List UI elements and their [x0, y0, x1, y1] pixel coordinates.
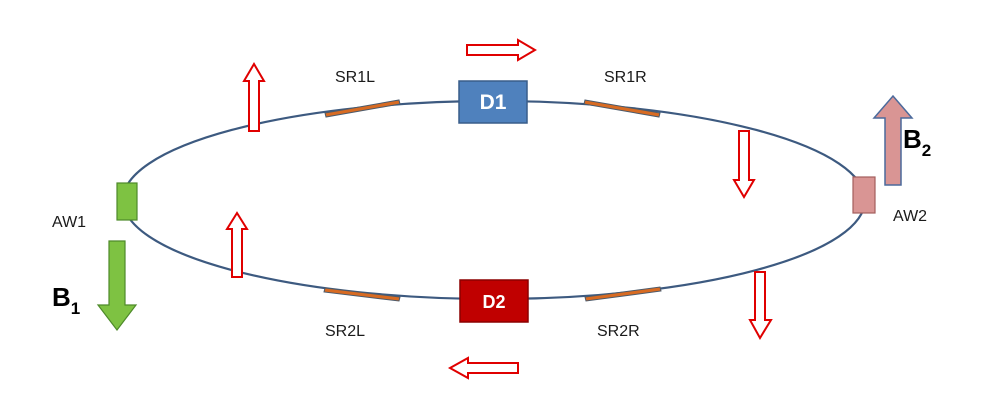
aw2-label: AW2 — [893, 208, 927, 225]
b2-arrow — [872, 94, 914, 186]
sr2r-label: SR2R — [597, 323, 640, 340]
direction-arrow-upper-right — [732, 130, 756, 199]
b1-label: B1 — [52, 282, 80, 318]
b1-sub: 1 — [71, 299, 80, 318]
direction-arrow-lower-left — [225, 211, 249, 278]
d1-box — [458, 80, 528, 124]
segment-sr1r — [583, 99, 661, 118]
segment-sr1l — [324, 99, 401, 118]
b1-main: B — [52, 282, 71, 312]
b2-label: B2 — [903, 124, 931, 160]
d2-label: D2 — [482, 292, 505, 312]
b2-sub: 2 — [922, 141, 931, 160]
b1-arrow — [96, 240, 138, 331]
d1-label: D1 — [480, 91, 507, 114]
sr1r-label: SR1R — [604, 69, 647, 86]
b2-main: B — [903, 124, 922, 154]
direction-arrow-top — [466, 38, 537, 62]
direction-arrow-bottom — [447, 356, 519, 380]
direction-arrow-upper-left — [242, 62, 266, 132]
sr2l-label: SR2L — [325, 323, 365, 340]
sr1l-label: SR1L — [335, 69, 375, 86]
d2-box — [459, 279, 529, 323]
direction-arrow-lower-right — [748, 271, 773, 340]
aw1-label: AW1 — [52, 214, 86, 231]
aw2-box — [852, 176, 876, 214]
segment-sr2r — [584, 286, 662, 302]
segment-sr2l — [323, 287, 401, 302]
aw1-box — [116, 182, 138, 221]
